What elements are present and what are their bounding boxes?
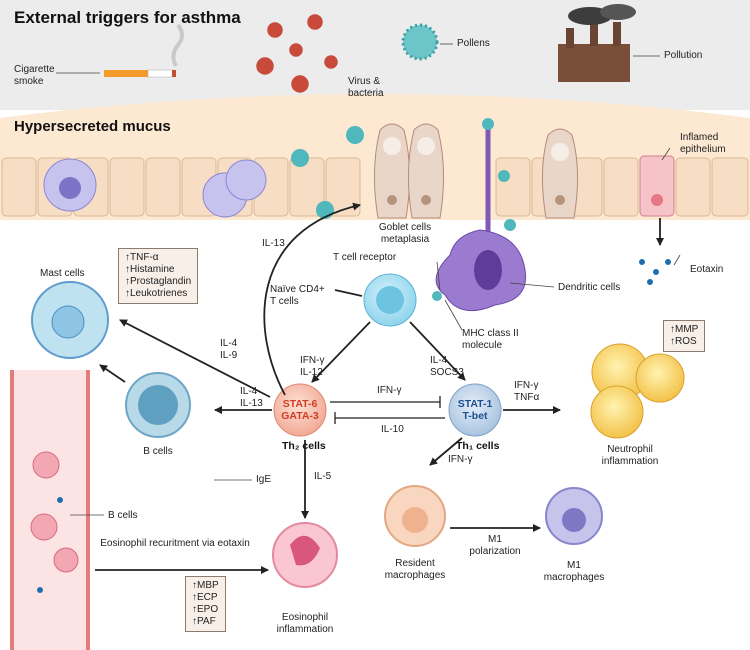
- eos-mediator-1: ↑MBP: [192, 580, 219, 591]
- ige-label: IgE: [256, 474, 272, 485]
- pollen-icon: [401, 23, 439, 61]
- allergen-particle: [504, 219, 516, 231]
- m1-polarization-label: M1 polarization: [469, 534, 521, 557]
- pointer-lines: [56, 43, 681, 516]
- th2-label: Th₂ cells: [282, 440, 326, 452]
- mast-mediator-3: ↑Prostaglandin: [125, 276, 192, 287]
- neutrophil-label: Neutrophil inflammation: [601, 444, 659, 467]
- ifn-il12-label: IFN-γ IL-12: [300, 355, 325, 378]
- b-cells-label: B cells: [143, 446, 173, 457]
- eosinophil-nucleus: [290, 535, 320, 566]
- m1-macro-label: M1 macrophages: [543, 560, 605, 583]
- mast-mediator-1: ↑TNF-α: [125, 252, 159, 263]
- th2-core-label: STAT-6 GATA-3: [281, 398, 319, 422]
- mhc-antigen: [432, 291, 442, 301]
- goblet-label: Goblet cells metaplasia: [378, 222, 432, 245]
- inhibition-marks: [330, 396, 445, 424]
- resident-macrophage-nucleus: [402, 507, 428, 533]
- inflamed-cell: [639, 155, 675, 217]
- mast-mediator-box: ↑TNF-α ↑Histamine ↑Prostaglandin ↑Leukot…: [118, 248, 199, 304]
- th1-label: Th₁ cells: [456, 440, 500, 452]
- mast-cell: [31, 281, 109, 359]
- mhc-label: MHC class II molecule: [462, 328, 519, 351]
- ifn-center-label: IFN-γ: [377, 385, 402, 396]
- naive-label: Naïve CD4+ T cells: [270, 284, 325, 307]
- dendritic-cell: [435, 118, 527, 312]
- th1-cell: [448, 383, 502, 437]
- mast-mediator-4: ↑Leukotrienes: [125, 288, 188, 299]
- il10-label: IL-10: [381, 424, 404, 435]
- allergen-particle: [346, 126, 364, 144]
- b-cells-vessel-label: B cells: [108, 510, 138, 521]
- pollens-label: Pollens: [457, 38, 490, 49]
- il4-il9-label: IL-4 IL-9: [220, 338, 238, 361]
- allergen-particle: [291, 149, 309, 167]
- il5-label: IL-5: [314, 471, 332, 482]
- eos-mediator-3: ↑EPO: [192, 604, 219, 615]
- eos-mediator-2: ↑ECP: [192, 592, 218, 603]
- b-cell: [125, 372, 191, 438]
- mast-label: Mast cells: [40, 268, 85, 279]
- mucus-title: Hypersecreted mucus: [14, 118, 171, 135]
- blood-vessel: [10, 370, 90, 650]
- inflamed-label: Inflamed epithelium: [680, 132, 726, 155]
- dendritic-label: Dendritic cells: [558, 282, 621, 293]
- th1-core-label: STAT-1 T-bet: [457, 398, 493, 422]
- th2-cell: [273, 383, 327, 437]
- arrows: [95, 202, 664, 574]
- resident-label: Resident macrophages: [384, 558, 446, 581]
- pollution-label: Pollution: [664, 50, 703, 61]
- eos-recruit-label: Eosinophil recuritment via eotaxin: [100, 538, 250, 549]
- cigarette-label: Cigarette smoke: [14, 64, 55, 87]
- il13-top-label: IL-13: [262, 238, 285, 249]
- mast-mediator-2: ↑Histamine: [125, 264, 175, 275]
- epithelial-dendritic-cells: [43, 158, 267, 218]
- goblet-cells: [373, 123, 579, 219]
- eotaxin-dots: [639, 259, 671, 285]
- cigarette-icon: [104, 23, 184, 78]
- neutro-mediator-box: ↑MMP ↑ROS: [663, 320, 706, 352]
- allergen-particle: [498, 170, 510, 182]
- factory-icon: [558, 4, 636, 82]
- virus-icons: [256, 14, 338, 93]
- neutro-mediator-2: ↑ROS: [670, 336, 697, 347]
- il4-socs3-label: IL-4 SOCS3: [430, 355, 464, 378]
- naive-t-cell-nucleus: [376, 286, 404, 314]
- neutro-mediator-1: ↑MMP: [670, 324, 699, 335]
- eos-mediator-4: ↑PAF: [192, 616, 216, 627]
- neutrophil-cells: [590, 343, 685, 439]
- tcr-label: T cell receptor: [333, 252, 397, 263]
- inflamed-nucleus: [651, 194, 663, 206]
- eotaxin-label: Eotaxin: [690, 264, 724, 275]
- eosinophil-label: Eosinophil inflammation: [276, 612, 334, 635]
- eos-mediator-box: ↑MBP ↑ECP ↑EPO ↑PAF: [185, 576, 226, 632]
- virus-label: Virus & bacteria: [348, 76, 384, 99]
- m1-macrophage-nucleus: [562, 508, 586, 532]
- ifn-tnf-label: IFN-γ TNFα: [514, 380, 540, 403]
- ifn-mac-label: IFN-γ: [448, 454, 473, 465]
- triggers-title: External triggers for asthma: [14, 8, 241, 27]
- il4-il13-label: IL-4 IL-13: [240, 386, 263, 409]
